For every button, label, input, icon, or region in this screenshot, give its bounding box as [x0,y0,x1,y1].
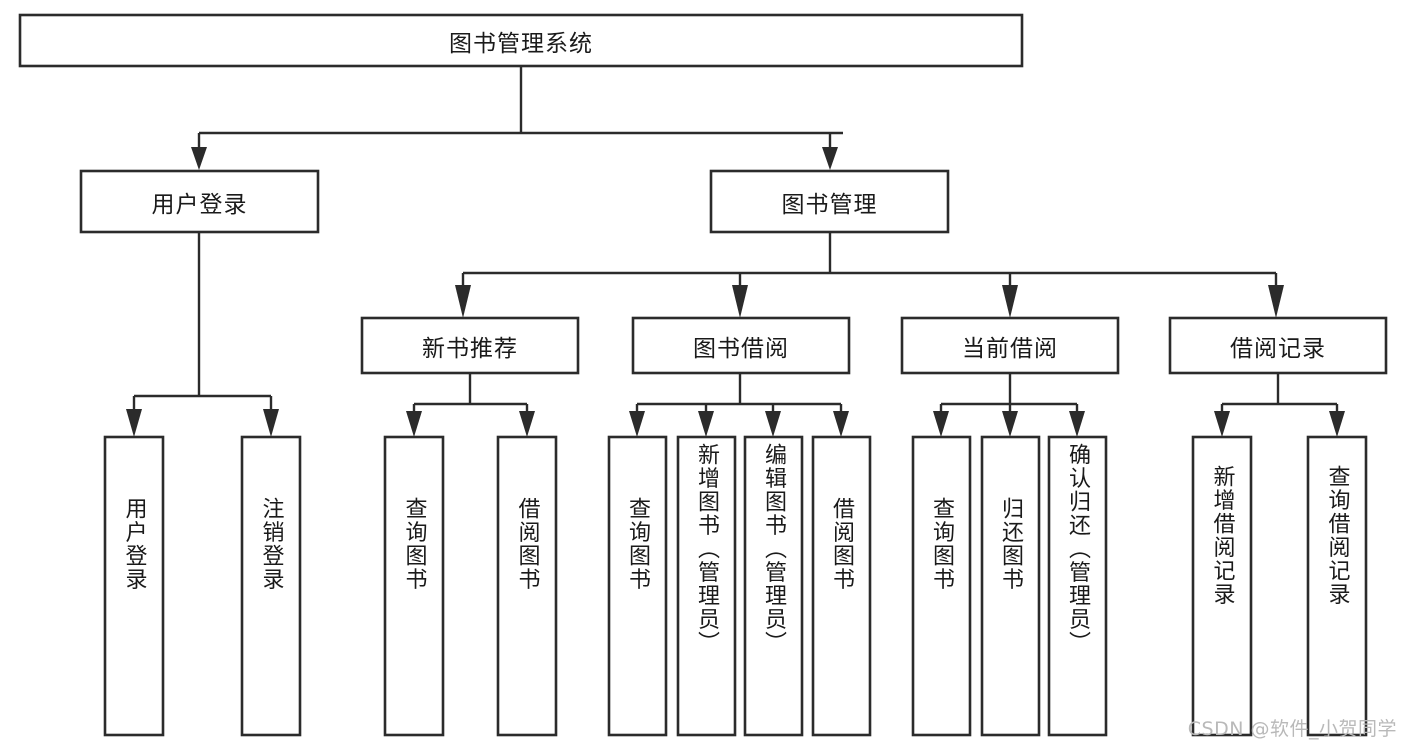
leaf-box-br-query-record[interactable] [1306,435,1368,737]
arrow-head-bb-leaf2 [698,411,714,437]
arrow-head-nb-leaf1 [406,411,422,437]
leaf-box-nb-query-book[interactable] [383,435,445,737]
leaf-box-cb-return-book[interactable] [980,435,1041,737]
node-current-borrow[interactable] [900,316,1120,375]
arrow-head-borrow-record [1268,285,1284,318]
leaf-box-logout[interactable] [240,435,302,737]
arrow-head-new-book [455,285,471,318]
arrow-head-cb-leaf1 [933,411,949,437]
arrow-head-cb-leaf2 [1002,411,1018,437]
leaf-box-bb-edit-book[interactable] [743,435,804,737]
leaf-box-cb-confirm-return[interactable] [1047,435,1108,737]
leaf-box-bb-add-book[interactable] [676,435,737,737]
leaf-box-cb-query-book[interactable] [911,435,972,737]
node-user-login[interactable] [79,169,320,234]
leaf-box-bb-query-book[interactable] [607,435,668,737]
arrow-head-user-login [191,147,207,170]
leaf-box-user-login[interactable] [103,435,165,737]
arrow-head-leaf-user-login [126,409,142,437]
arrow-head-bb-leaf4 [833,411,849,437]
arrow-head-cb-leaf3 [1069,411,1085,437]
arrow-head-bb-leaf1 [629,411,645,437]
node-book-manage[interactable] [709,169,950,234]
node-root[interactable] [18,13,1024,68]
arrow-head-nb-leaf2 [519,411,535,437]
arrow-head-book-borrow [732,285,748,318]
arrow-head-br-leaf2 [1329,411,1345,437]
arrow-head-bb-leaf3 [765,411,781,437]
leaf-box-br-add-record[interactable] [1191,435,1253,737]
arrow-head-book-manage [822,147,838,170]
arrow-head-br-leaf1 [1214,411,1230,437]
node-book-borrow[interactable] [631,316,851,375]
node-borrow-record[interactable] [1168,316,1388,375]
arrow-head-leaf-logout [263,409,279,437]
node-new-book-recommend[interactable] [360,316,580,375]
leaf-box-bb-borrow-book[interactable] [811,435,872,737]
arrow-head-current-borrow [1002,285,1018,318]
leaf-box-nb-borrow-book[interactable] [496,435,558,737]
